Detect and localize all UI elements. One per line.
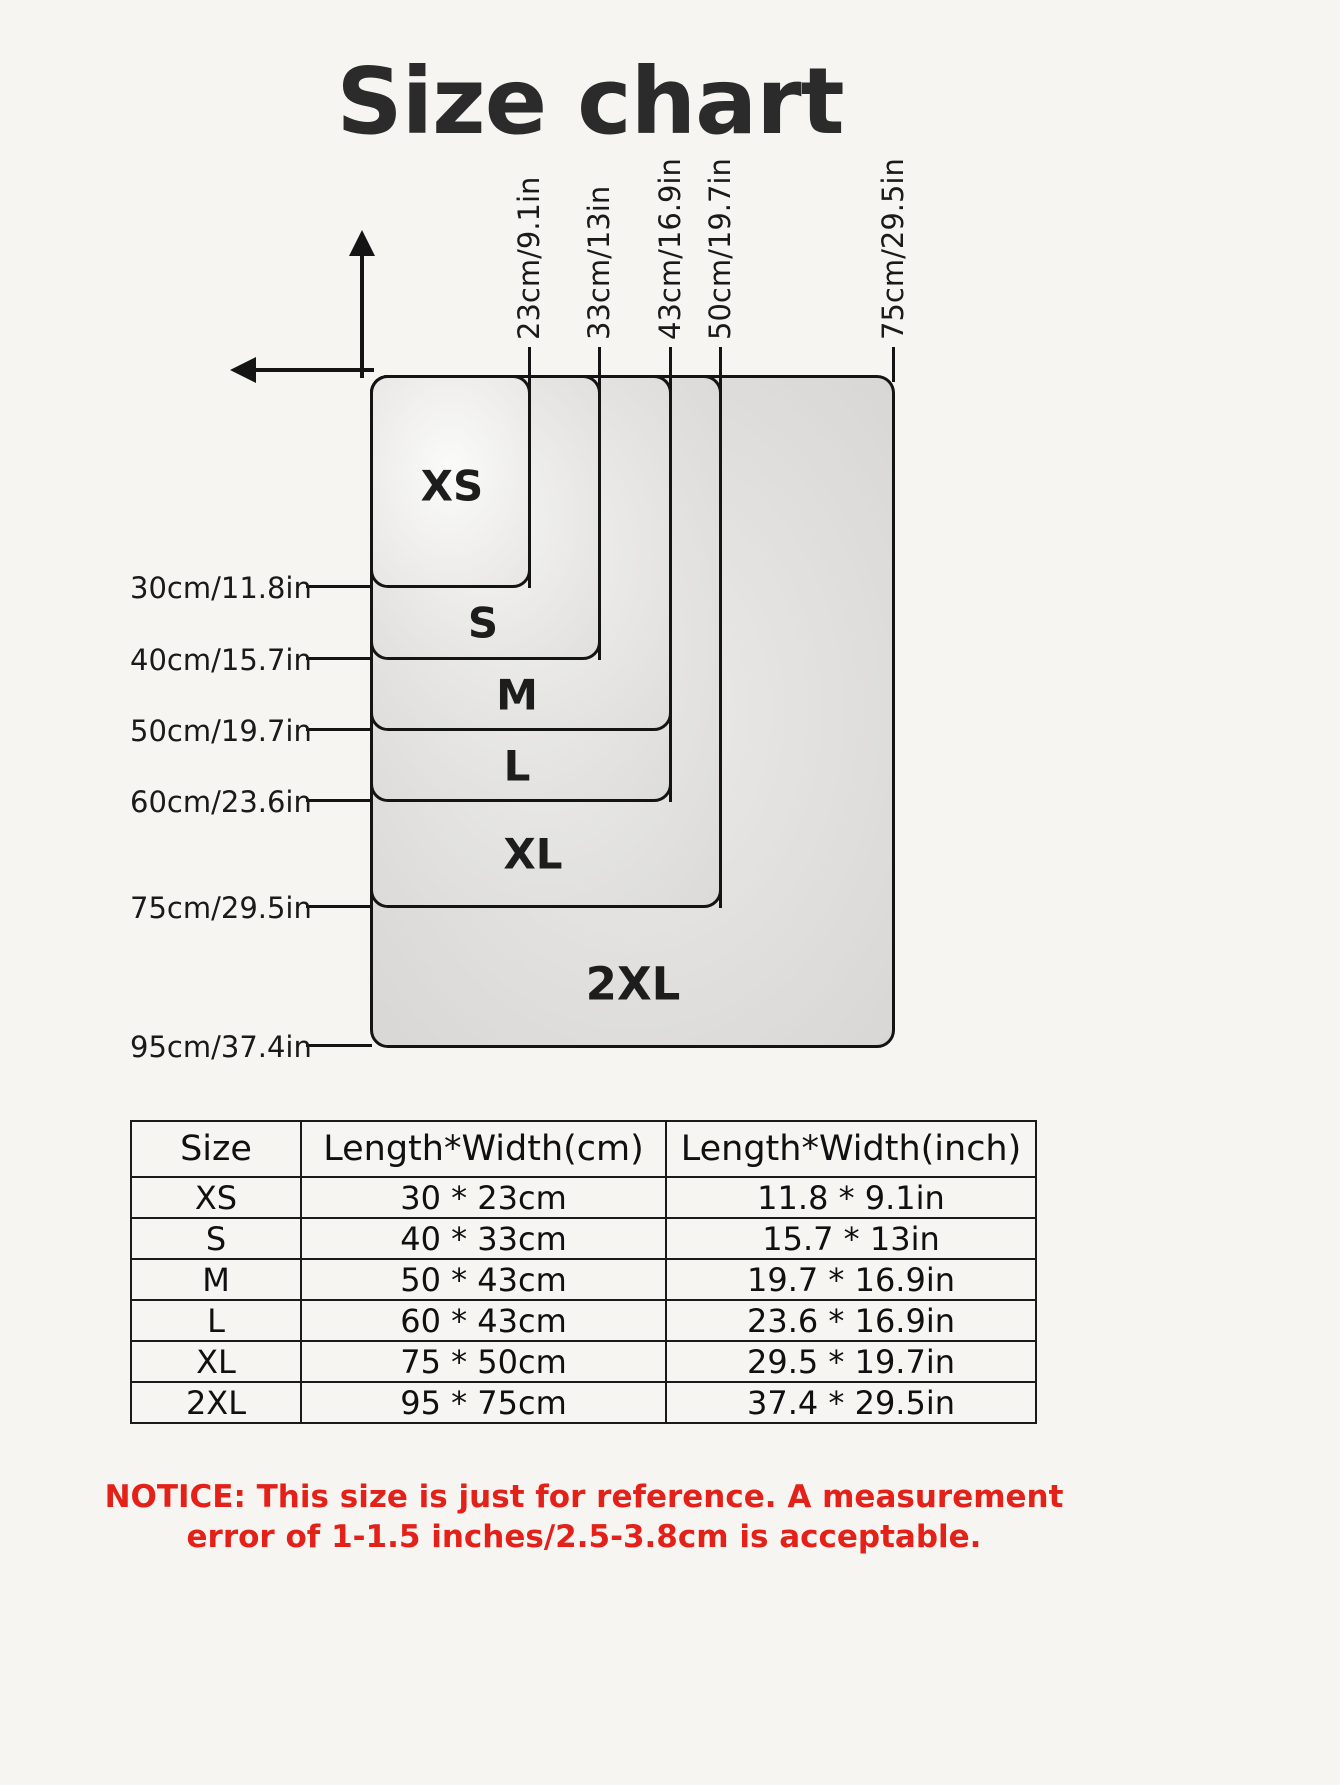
table-row: S 40 * 33cm 15.7 * 13in [130, 1217, 1037, 1260]
header-cm: Length*Width(cm) [300, 1120, 667, 1178]
size-cell: L [130, 1299, 302, 1342]
height-guide-line [306, 905, 372, 908]
table-row: XL 75 * 50cm 29.5 * 19.7in [130, 1340, 1037, 1383]
cm-cell: 30 * 23cm [300, 1176, 667, 1219]
width-label-text: 50cm/19.7in [703, 158, 737, 340]
table-row: 2XL 95 * 75cm 37.4 * 29.5in [130, 1381, 1037, 1424]
table-row: L 60 * 43cm 23.6 * 16.9in [130, 1299, 1037, 1342]
table-header-row: Size Length*Width(cm) Length*Width(inch) [130, 1120, 1037, 1178]
table-row: XS 30 * 23cm 11.8 * 9.1in [130, 1176, 1037, 1219]
cm-cell: 75 * 50cm [300, 1340, 667, 1383]
height-label: 60cm/23.6in [130, 785, 312, 819]
size-cell: 2XL [130, 1381, 302, 1424]
height-guide-line [306, 585, 372, 588]
height-label: 95cm/37.4in [130, 1030, 312, 1064]
height-label: 30cm/11.8in [130, 571, 312, 605]
cm-cell: 95 * 75cm [300, 1381, 667, 1424]
height-guide-line [306, 799, 372, 802]
width-label-text: 43cm/16.9in [653, 158, 687, 340]
height-label: 75cm/29.5in [130, 891, 312, 925]
inch-cell: 19.7 * 16.9in [665, 1258, 1037, 1301]
size-cell: XL [130, 1340, 302, 1383]
vertical-axis-line [360, 252, 364, 378]
width-label-text: 33cm/13in [582, 185, 616, 340]
height-label: 40cm/15.7in [130, 643, 312, 677]
notice-line-2: error of 1-1.5 inches/2.5-3.8cm is accep… [186, 1519, 982, 1555]
width-guide-line [719, 347, 722, 908]
inch-cell: 15.7 * 13in [665, 1217, 1037, 1260]
left-arrow-icon [230, 357, 256, 383]
size-box-xs [370, 375, 531, 588]
inch-cell: 29.5 * 19.7in [665, 1340, 1037, 1383]
width-label-text: 75cm/29.5in [876, 158, 910, 340]
horizontal-axis-line [254, 368, 374, 372]
up-arrow-icon [349, 230, 375, 256]
header-inch: Length*Width(inch) [665, 1120, 1037, 1178]
inch-cell: 11.8 * 9.1in [665, 1176, 1037, 1219]
cm-cell: 60 * 43cm [300, 1299, 667, 1342]
size-box-label-l: L [503, 741, 531, 791]
width-guide-line [598, 347, 601, 660]
width-label-text: 23cm/9.1in [512, 176, 546, 340]
notice-line-1: NOTICE: This size is just for reference.… [104, 1479, 1064, 1515]
height-guide-line [306, 1044, 372, 1047]
width-guide-line [528, 347, 531, 588]
inch-cell: 37.4 * 29.5in [665, 1381, 1037, 1424]
size-box-label-m: M [496, 670, 538, 720]
height-guide-line [306, 657, 372, 660]
inch-cell: 23.6 * 16.9in [665, 1299, 1037, 1342]
header-size: Size [130, 1120, 302, 1178]
size-cell: XS [130, 1176, 302, 1219]
size-table: Size Length*Width(cm) Length*Width(inch)… [130, 1120, 1037, 1424]
table-row: M 50 * 43cm 19.7 * 16.9in [130, 1258, 1037, 1301]
width-guide-line [669, 347, 672, 802]
page-title: Size chart [336, 48, 844, 155]
size-cell: S [130, 1217, 302, 1260]
width-guide-line [892, 347, 895, 382]
size-box-label-xl: XL [503, 829, 563, 879]
height-label: 50cm/19.7in [130, 714, 312, 748]
notice-text: NOTICE: This size is just for reference.… [0, 1477, 1168, 1557]
size-box-label-2xl: 2XL [585, 957, 681, 1011]
cm-cell: 50 * 43cm [300, 1258, 667, 1301]
cm-cell: 40 * 33cm [300, 1217, 667, 1260]
height-guide-line [306, 728, 372, 731]
size-cell: M [130, 1258, 302, 1301]
size-box-label-s: S [467, 598, 499, 648]
size-box-label-xs: XS [420, 461, 484, 511]
